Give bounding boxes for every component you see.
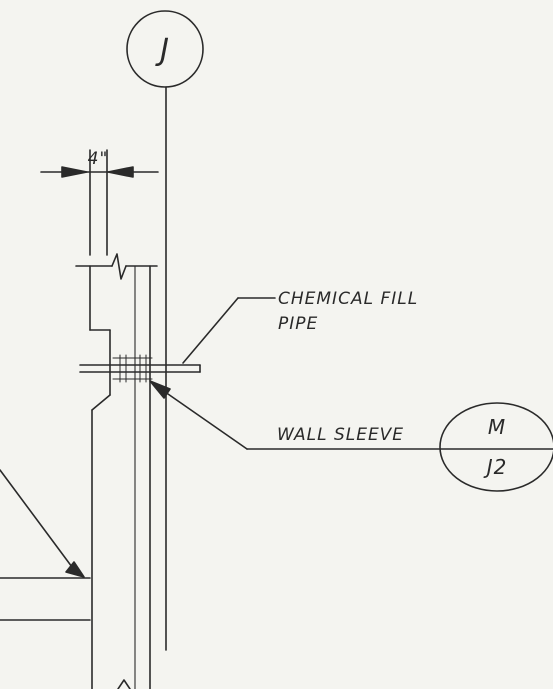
section-bubble-top: M xyxy=(488,415,506,439)
grid-bubble xyxy=(126,10,204,88)
pipe-label: PIPE xyxy=(278,314,318,334)
break-line xyxy=(75,253,158,280)
chemical-fill-label: CHEMICAL FILL xyxy=(278,289,418,309)
section-bubble-bottom: J2 xyxy=(483,455,508,479)
leader-wall-sleeve xyxy=(149,380,553,450)
section-bubble xyxy=(439,402,553,492)
wall-sleeve-label: WALL SLEEVE xyxy=(277,425,404,445)
chemical-fill-pipe xyxy=(79,354,201,383)
dimension-label: 4" xyxy=(88,149,109,169)
bottom-leader xyxy=(117,679,131,689)
leader-chemical-fill xyxy=(182,297,276,364)
concrete-wall xyxy=(89,265,151,689)
grid-bubble-label: J xyxy=(155,33,170,68)
floor-slab xyxy=(0,469,91,621)
dimension-4in xyxy=(40,149,159,256)
